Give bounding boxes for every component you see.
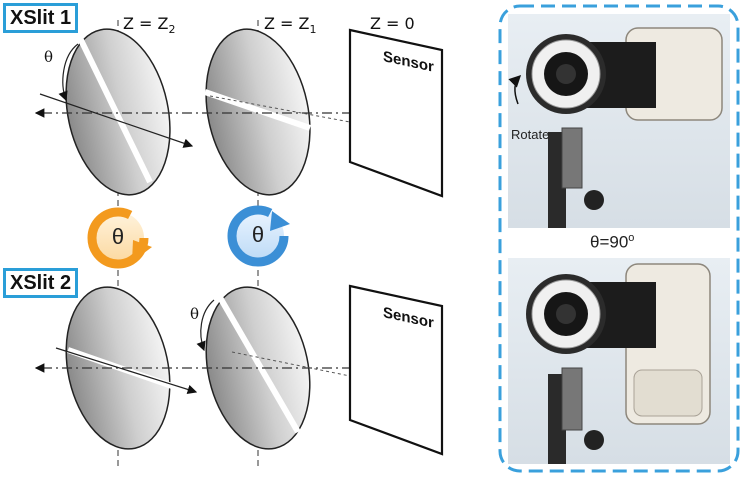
panel-label-xslit1: XSlit 1	[3, 3, 79, 33]
rotate-cw-orange-icon	[87, 207, 152, 269]
sensor-plane-top	[348, 28, 444, 198]
photo-camera-rotated	[508, 14, 730, 228]
rotate-theta-blue: θ	[251, 222, 265, 247]
theta-arc	[58, 43, 79, 102]
plane-label-z0: Z = 0	[370, 14, 415, 33]
rotate-ccw-blue-icon	[227, 205, 290, 267]
direction-arrow	[55, 347, 198, 395]
photo-camera-90deg	[508, 258, 730, 464]
rotate-theta-orange: θ	[111, 224, 125, 249]
slit-disc-z1-top	[204, 28, 311, 196]
slit-disc-z2-top	[65, 28, 171, 196]
direction-arrow	[39, 93, 194, 148]
plane-label-z2: Z = Z2	[123, 14, 176, 37]
direction-arrow	[231, 351, 351, 377]
sensor-plane-bottom	[348, 284, 444, 456]
theta-arc	[196, 299, 215, 352]
panel-label-xslit2: XSlit 2	[3, 268, 79, 298]
theta-label-top: θ	[44, 48, 54, 66]
plane-label-z1: Z = Z1	[264, 14, 317, 37]
theta-label-bottom: θ	[190, 305, 200, 323]
angle-caption: θ=90o	[590, 232, 635, 252]
rotate-label: Rotate	[511, 127, 550, 142]
